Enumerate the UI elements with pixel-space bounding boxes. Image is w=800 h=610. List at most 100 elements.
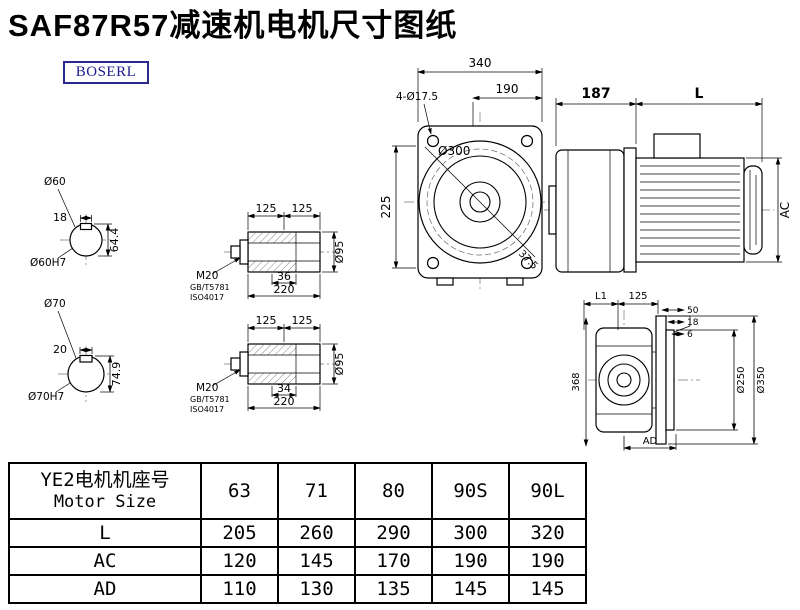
- dim-bush-a-dia: Ø95: [333, 241, 346, 264]
- motor-flange: [623, 147, 637, 273]
- dim-bush-b-seg1: 125: [256, 314, 277, 327]
- shaft70-keyway: [79, 354, 93, 363]
- rear-housing: [595, 327, 653, 433]
- rear-bore-outer: [598, 354, 650, 406]
- dim-side-AC: AC: [778, 202, 792, 218]
- label-front-holes: 4-Ø17.5: [396, 91, 438, 103]
- view-side: 187 L AC: [544, 86, 792, 273]
- label-bush-a-std1: GB/T5781: [190, 283, 230, 292]
- label-shaft60-bore: Ø60H7: [30, 257, 66, 269]
- row-label-AC: AC: [8, 546, 202, 576]
- cell-AC-80: 170: [354, 546, 433, 576]
- dim-bush-a-seg2: 125: [292, 202, 313, 215]
- dim-shaft60-key-width: 18: [53, 211, 67, 224]
- cell-AC-63: 120: [200, 546, 279, 576]
- size-column-90S: 90S: [431, 462, 510, 520]
- table-row-header: YE2电机机座号 Motor Size 63 71 80 90S 90L: [8, 462, 587, 520]
- rear-flange-plate: [655, 315, 667, 445]
- label-bush-a-std2: ISO4017: [190, 293, 224, 302]
- label-front-flange: Ø300: [438, 144, 470, 158]
- output-hub: [548, 185, 557, 235]
- size-column-90L: 90L: [508, 462, 587, 520]
- label-bush-b-std2: ISO4017: [190, 405, 224, 414]
- bolt-hole: [426, 134, 440, 148]
- cell-AC-90S: 190: [431, 546, 510, 576]
- size-column-63: 63: [200, 462, 279, 520]
- bush-b-washer: [239, 351, 249, 377]
- brand-logo: BOSERL: [63, 61, 149, 84]
- motor-size-table: YE2电机机座号 Motor Size 63 71 80 90S 90L L 2…: [8, 462, 587, 604]
- gearbox-side: [555, 149, 625, 273]
- cell-AD-90S: 145: [431, 574, 510, 604]
- flange-circle-mid: [433, 155, 527, 249]
- table-row-AC: AC 120 145 170 190 190: [8, 546, 587, 576]
- table-row-AD: AD 110 130 135 145 145: [8, 574, 587, 604]
- cell-L-90S: 300: [431, 518, 510, 548]
- dim-bush-a-length: 220: [274, 283, 295, 296]
- technical-drawing: 18 64.4 Ø60 Ø60H7 20 74.9 Ø70: [28, 56, 792, 452]
- dim-bush-a-depth: 36: [277, 270, 291, 283]
- cell-AD-80: 135: [354, 574, 433, 604]
- brand-logo-text: BOSERL: [75, 64, 137, 80]
- cell-L-90L: 320: [508, 518, 587, 548]
- cell-AD-63: 110: [200, 574, 279, 604]
- row-label-L: L: [8, 518, 202, 548]
- dim-rear-125: 125: [628, 291, 647, 302]
- dim-rear-368: 368: [571, 372, 582, 391]
- table-header-cn: YE2电机机座号: [40, 468, 170, 491]
- view-hollow-shaft-a: 125 125 M20 GB/T5781 ISO4017 36 220 Ø95: [190, 202, 346, 302]
- dim-rear-18: 18: [687, 318, 699, 328]
- cell-L-63: 205: [200, 518, 279, 548]
- bolt-hole: [520, 134, 534, 148]
- bush-a-washer: [239, 239, 249, 265]
- dim-side-187: 187: [581, 86, 610, 102]
- size-column-71: 71: [277, 462, 356, 520]
- table-row-L: L 205 260 290 300 320: [8, 518, 587, 548]
- cell-AC-71: 145: [277, 546, 356, 576]
- bolt-hole: [426, 256, 440, 270]
- label-bush-a-thread: M20: [196, 270, 218, 282]
- dim-rear-350: Ø350: [755, 367, 767, 394]
- hub-circle: [459, 181, 501, 223]
- label-shaft70-dia: Ø70: [44, 298, 66, 310]
- bore-circle: [469, 191, 491, 213]
- cell-L-80: 290: [354, 518, 433, 548]
- bush-b-bolt-head: [230, 357, 241, 371]
- dim-rear-250: Ø250: [735, 367, 747, 394]
- housing-foot: [436, 277, 454, 286]
- dim-bush-b-depth: 34: [277, 382, 291, 395]
- view-hollow-shaft-b: 125 125 M20 GB/T5781 ISO4017 34 220 Ø95: [190, 314, 346, 414]
- motor-fins: [640, 165, 740, 255]
- label-shaft70-bore: Ø70H7: [28, 391, 64, 403]
- label-bush-b-thread: M20: [196, 382, 218, 394]
- table-header-cell: YE2电机机座号 Motor Size: [8, 462, 202, 520]
- label-shaft60-dia: Ø60: [44, 176, 66, 188]
- dim-shaft60-key-height: 64.4: [108, 228, 121, 253]
- size-column-80: 80: [354, 462, 433, 520]
- dim-rear-L1: L1: [595, 291, 607, 302]
- dim-rear-6: 6: [687, 330, 693, 340]
- table-header-en: Motor Size: [53, 492, 157, 513]
- view-shaft-end-60: 18 64.4 Ø60 Ø60H7: [30, 176, 121, 269]
- page-title: SAF87R57减速机电机尺寸图纸: [8, 8, 458, 43]
- view-shaft-end-70: 20 74.9 Ø70 Ø70H7: [28, 298, 123, 403]
- label-bush-b-std1: GB/T5781: [190, 395, 230, 404]
- rear-bore-mid: [607, 363, 641, 397]
- row-label-AD: AD: [8, 574, 202, 604]
- fan-cover: [743, 165, 763, 255]
- dim-front-width: 340: [469, 56, 492, 70]
- cell-AD-90L: 145: [508, 574, 587, 604]
- bolt-hole: [520, 256, 534, 270]
- terminal-box: [653, 133, 701, 159]
- rear-flange-spigot: [665, 329, 675, 431]
- rear-bore-inner: [616, 372, 632, 388]
- dim-bush-b-seg2: 125: [292, 314, 313, 327]
- view-front: 340 190 4-Ø17.5 Ø300 225 37.5: [379, 56, 556, 292]
- housing-foot: [506, 277, 524, 286]
- dim-rear-50: 50: [687, 306, 699, 316]
- bush-a-bolt-head: [230, 245, 241, 259]
- dim-bush-b-dia: Ø95: [333, 353, 346, 376]
- dim-front-height: 225: [379, 196, 393, 219]
- shaft60-keyway: [79, 222, 93, 231]
